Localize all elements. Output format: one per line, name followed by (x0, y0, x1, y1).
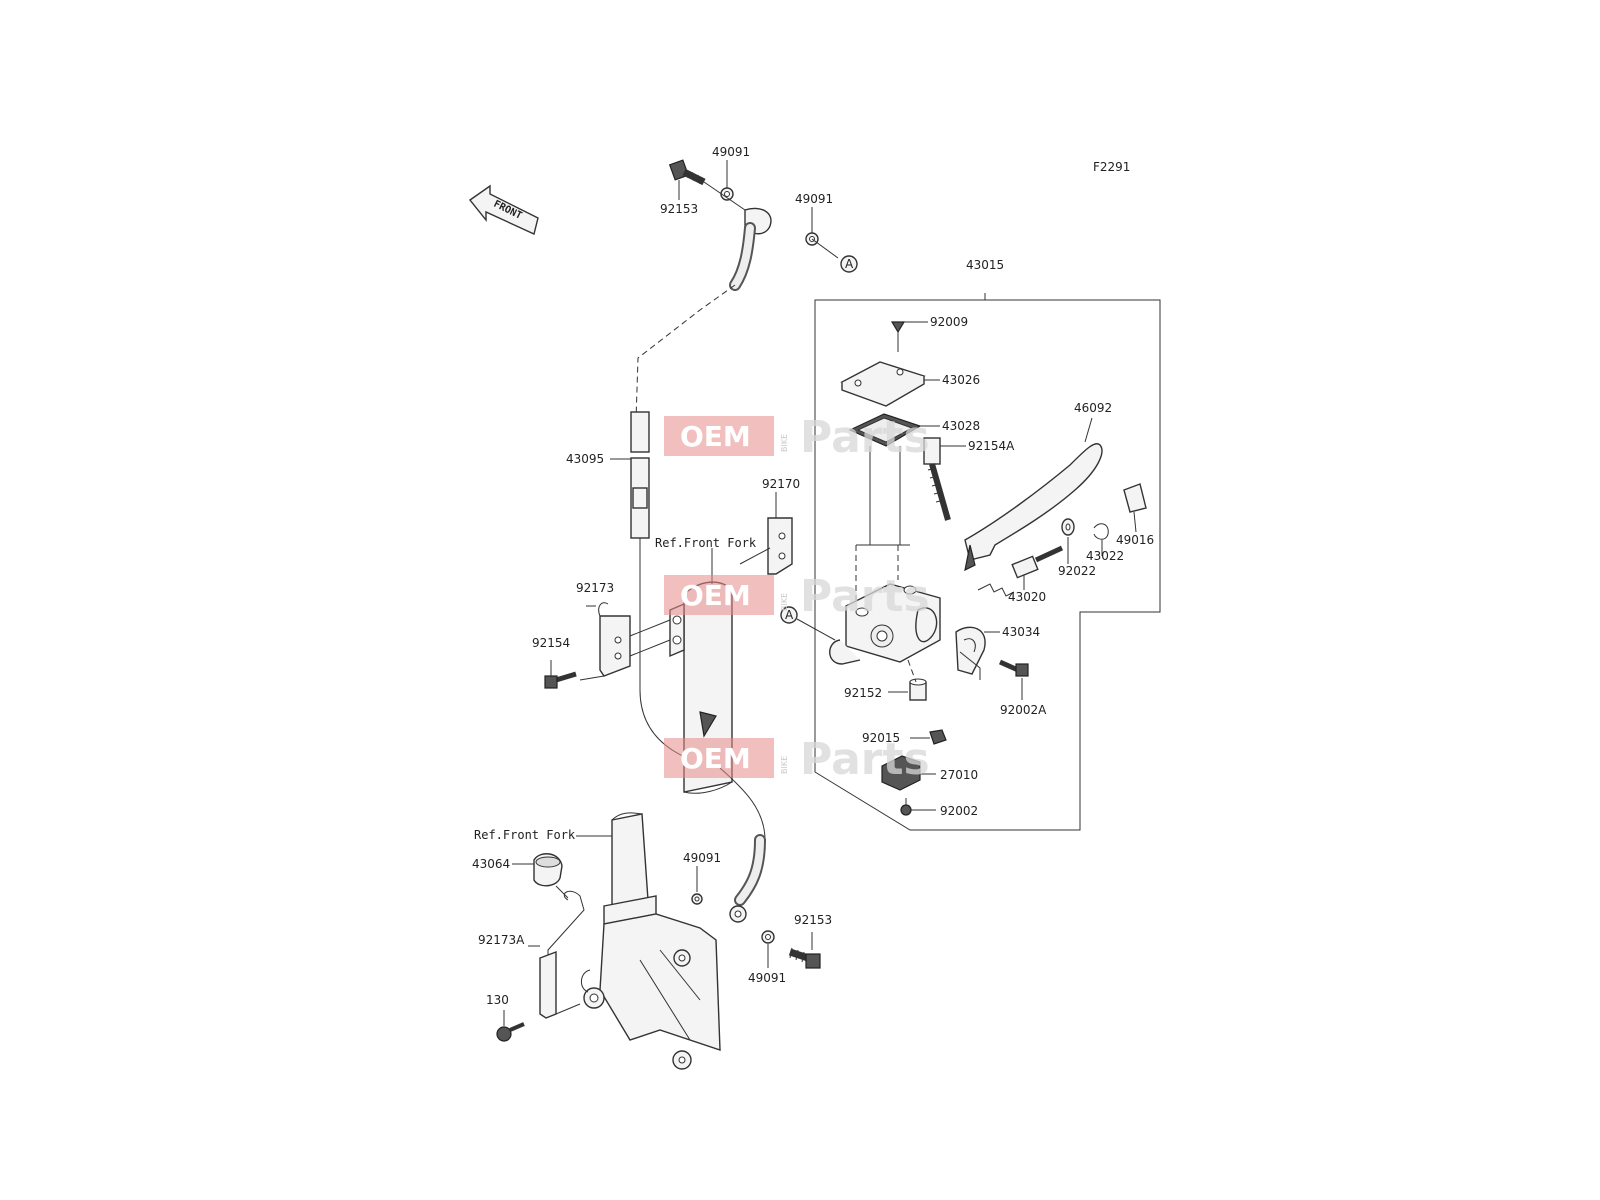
callout-43064: 43064 (472, 857, 510, 871)
assembly-43015-box (814, 299, 1161, 831)
reservoir-cap-screw (890, 321, 928, 352)
pivot-bolt (923, 437, 966, 521)
svg-text:Parts: Parts (800, 412, 930, 463)
bolt-130 (496, 1010, 525, 1042)
master-cylinder-body (829, 446, 941, 665)
callout-92153-top: 92153 (660, 202, 698, 216)
connector-marker-top-text: A (845, 257, 854, 271)
circlip (1093, 523, 1109, 556)
front-fork-lower (581, 812, 721, 1070)
callout-43022: 43022 (1086, 549, 1124, 563)
brake-hose-upper (630, 222, 756, 769)
connector-marker-right: A (780, 606, 836, 641)
svg-text:BIKE: BIKE (780, 434, 789, 452)
callout-43026: 43026 (942, 373, 980, 387)
callout-49091-top2: 49091 (795, 192, 833, 206)
callout-92022: 92022 (1058, 564, 1096, 578)
svg-text:BIKE: BIKE (780, 593, 789, 611)
figure-code: F2291 (1093, 160, 1130, 174)
watermark-3: OEM BIKE Parts (664, 734, 930, 785)
connector-marker-top (840, 255, 858, 273)
callout-92173A: 92173A (478, 933, 525, 947)
callout-92153-bot: 92153 (794, 913, 832, 927)
callout-27010: 27010 (940, 768, 978, 782)
callout-43015: 43015 (966, 258, 1004, 272)
callout-92002: 92002 (940, 804, 978, 818)
collar (888, 659, 927, 701)
callout-92170: 92170 (762, 477, 800, 491)
callout-49016: 49016 (1116, 533, 1154, 547)
brake-light-switch (881, 755, 936, 791)
svg-text:Parts: Parts (800, 571, 930, 622)
washer-92022 (1061, 518, 1075, 564)
ref-front-fork-upper: Ref.Front Fork (655, 536, 757, 550)
brake-lever (964, 417, 1103, 572)
callout-92173: 92173 (576, 581, 614, 595)
callout-46092: 46092 (1074, 401, 1112, 415)
piston-assembly (977, 545, 1064, 597)
callout-130: 130 (486, 993, 509, 1007)
reservoir-diaphragm (848, 413, 940, 447)
callout-92009: 92009 (930, 315, 968, 329)
hose-clamp-lower (528, 890, 585, 1019)
svg-text:OEM: OEM (680, 420, 751, 453)
watermark-1: OEM BIKE Parts (664, 412, 930, 463)
callout-43020: 43020 (1008, 590, 1046, 604)
callout-43028: 43028 (942, 419, 980, 433)
callout-43095: 43095 (566, 452, 604, 466)
callout-92154: 92154 (532, 636, 570, 650)
top-banjo-bolt-assembly: A (668, 159, 858, 273)
svg-text:Parts: Parts (800, 734, 930, 785)
svg-text:OEM: OEM (680, 742, 751, 775)
dust-boot (1123, 483, 1147, 533)
nut (910, 729, 947, 745)
svg-text:BIKE: BIKE (780, 756, 789, 774)
connector-marker-right-text: A (785, 608, 794, 622)
callout-92154A: 92154A (968, 439, 1015, 453)
clamp-bolt (998, 659, 1029, 700)
ref-front-fork-lower: Ref.Front Fork (474, 828, 576, 842)
switch-screw (900, 798, 936, 816)
handlebar-clamp (955, 626, 1000, 680)
reservoir-cap (840, 361, 940, 407)
callout-49091-top1: 49091 (712, 145, 750, 159)
grommet (533, 853, 569, 899)
front-direction-arrow-icon: FRONT (468, 184, 539, 235)
callout-92002A: 92002A (1000, 703, 1047, 717)
callout-92015: 92015 (862, 731, 900, 745)
callout-49091-bot1: 49091 (683, 851, 721, 865)
watermark-2: OEM BIKE Parts (664, 571, 930, 622)
lower-banjo-bolt (788, 932, 821, 969)
callout-92152: 92152 (844, 686, 882, 700)
hose-clamp-upper (544, 602, 671, 689)
svg-text:OEM: OEM (680, 579, 751, 612)
brake-hose-lower (691, 767, 775, 944)
callout-49091-bot2: 49091 (748, 971, 786, 985)
callout-43034: 43034 (1002, 625, 1040, 639)
